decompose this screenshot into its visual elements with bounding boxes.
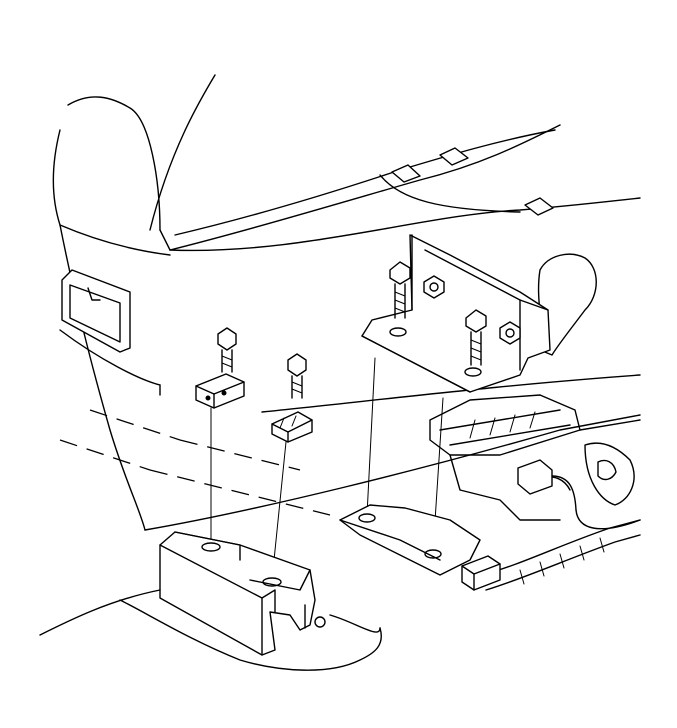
seat-rear-bracket-bolt-right [465, 309, 487, 366]
bracket-nut-lower [499, 321, 521, 345]
seat-track-frame [429, 394, 641, 521]
bracket-nut-upper [423, 275, 445, 299]
seat-back-clips [391, 147, 554, 216]
seat-front-left-spacer [195, 373, 245, 409]
seat-rear-bracket [361, 234, 551, 393]
seat-front-left-bolt [217, 327, 237, 373]
seat-rear-bracket-bolt-left [389, 261, 411, 319]
seat-cushion-outline [52, 129, 641, 531]
seat-wiring-harness-connector [461, 459, 641, 591]
seat-front-right-bolt [287, 353, 307, 399]
seat-side-handle [61, 269, 131, 353]
seat-front-right-spacer [271, 411, 313, 443]
floor-rear-mounting-plate [339, 504, 481, 576]
floor-outline [39, 589, 382, 671]
seat-back-outline [67, 74, 641, 252]
seat-front-riser [159, 531, 326, 656]
